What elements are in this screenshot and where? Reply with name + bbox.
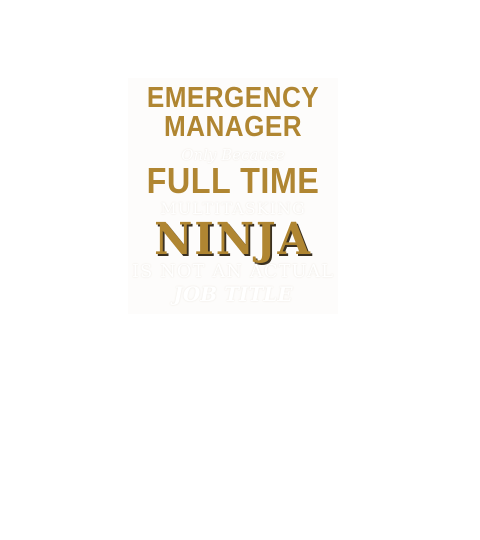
headline-emergency: EMERGENCY (146, 82, 320, 114)
subline-only-because: Only Because (181, 146, 285, 164)
subline-not-actual: IS NOT AN ACTUAL (131, 261, 335, 282)
headline-manager: MANAGER (163, 111, 303, 143)
headline-full-time: FULL TIME (146, 160, 320, 201)
headline-ninja: NINJA (154, 214, 312, 265)
subline-multitasking: MULTITASKING (160, 199, 306, 218)
tshirt-print-graphic: EMERGENCY MANAGER Only Because FULL TIME… (128, 78, 338, 314)
subline-job-title: JOB TITLE (173, 282, 293, 306)
